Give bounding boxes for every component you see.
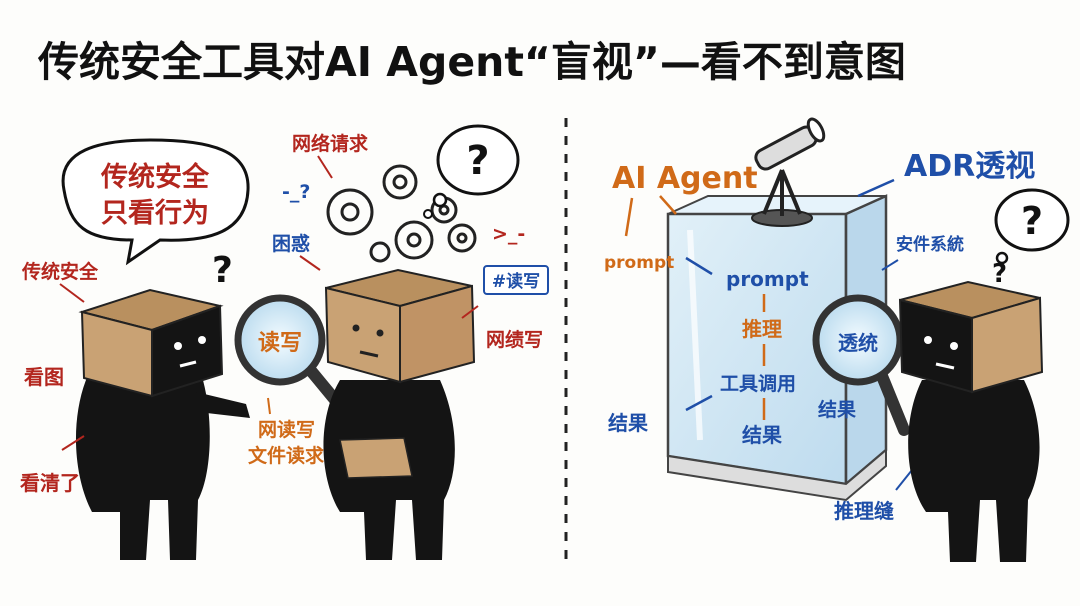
magnifier-right: 透统	[812, 294, 910, 436]
label-traditional-security: 传统安全	[21, 260, 99, 283]
label-security-system: 安件系統	[896, 234, 964, 255]
question-mark: ?	[212, 250, 233, 291]
thought-question-left: ?	[466, 138, 489, 184]
label-network-write: 网绩写	[486, 328, 543, 351]
flow-tool-call: 工具调用	[720, 373, 796, 395]
label-file-read-request: 文件读求	[248, 444, 325, 467]
label-adr: ADR透视	[904, 149, 1035, 184]
page-title: 传统安全工具对AI Agent“盲视”—看不到意图	[38, 38, 906, 86]
label-prompt-outside: prompt	[604, 253, 674, 273]
flow-result: 结果	[742, 423, 782, 447]
flow-prompt: prompt	[726, 267, 809, 291]
label-look-at-image: 看图	[24, 365, 64, 389]
label-result-right: 结果	[818, 398, 856, 421]
label-reasoning-chain: 推理缝	[834, 499, 894, 523]
speech-bubble-line2: 只看行为	[101, 197, 209, 229]
left-box-head-figure	[75, 288, 250, 560]
label-result-left: 结果	[608, 411, 648, 435]
telescope-icon	[751, 117, 826, 227]
right-box-head-figure	[898, 280, 1044, 562]
label-symbols-a: -_?	[282, 181, 310, 203]
thought-bubble-right: ?	[994, 188, 1070, 265]
label-confused: 困惑	[272, 232, 310, 255]
label-network-request: 网络请求	[292, 132, 369, 155]
lens-text-right: 透统	[838, 331, 878, 355]
center-box-head-figure	[323, 268, 476, 560]
question-mark-right: ?	[992, 259, 1007, 289]
label-symbols-b: >_-	[492, 223, 525, 245]
thought-question-right: ?	[1021, 199, 1043, 243]
read-write-tag: #读写	[483, 265, 549, 295]
label-saw-clearly: 看清了	[20, 471, 80, 495]
speech-bubble-line1: 传统安全	[100, 161, 210, 193]
thought-bubble-left: ?	[423, 124, 520, 219]
flow-reasoning: 推理	[742, 317, 782, 341]
lens-text-left: 读写	[258, 331, 302, 356]
speech-bubble: 传统安全 只看行为	[61, 138, 250, 266]
label-ai-agent: AI Agent	[612, 161, 758, 196]
label-net-read-write: 网读写	[258, 418, 315, 441]
label-read-write-box: #读写	[492, 271, 540, 292]
